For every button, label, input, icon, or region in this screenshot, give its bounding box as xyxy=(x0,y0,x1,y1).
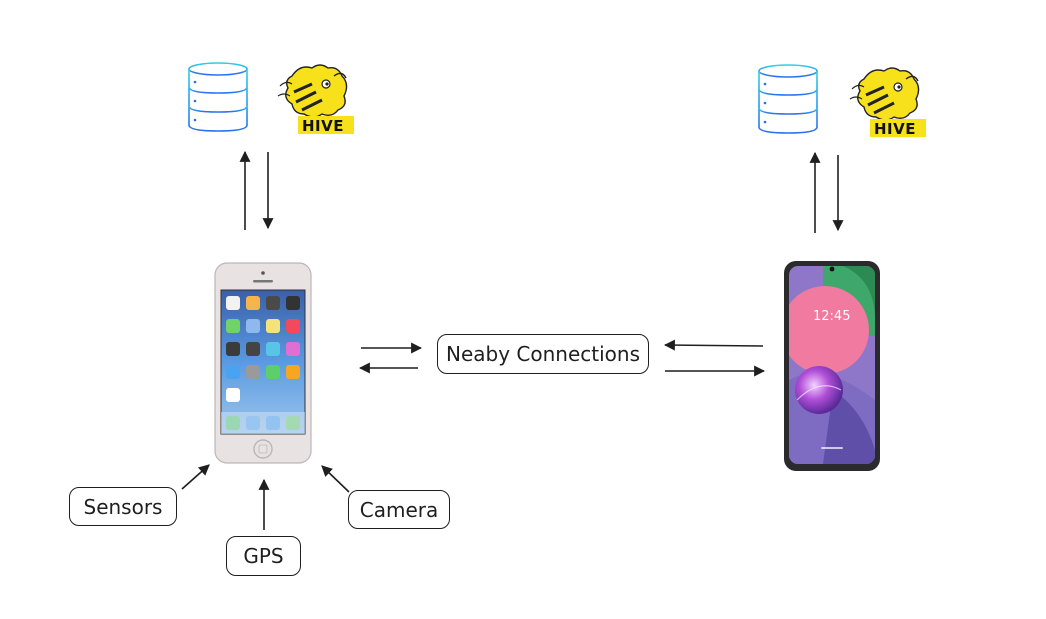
hive-logo-text: HIVE xyxy=(302,117,344,135)
android-clock: 12:45 xyxy=(813,309,850,324)
iphone-icon xyxy=(214,262,312,464)
app-icon xyxy=(226,319,240,333)
database-icon xyxy=(758,64,818,134)
app-icon xyxy=(246,342,260,356)
app-icon xyxy=(266,319,280,333)
sensors-box: Sensors xyxy=(69,487,177,526)
arrow-android-to-nearby xyxy=(663,339,764,351)
gps-box: GPS xyxy=(226,536,301,576)
arrow-sensors-to-iphone xyxy=(181,464,210,490)
app-icon xyxy=(226,296,240,310)
app-icon xyxy=(246,365,260,379)
app-icon xyxy=(266,365,280,379)
app-icon xyxy=(286,342,300,356)
nearby-connections-box: Neaby Connections xyxy=(437,334,649,374)
android-phone-icon: 12:45 xyxy=(784,261,880,471)
app-icon xyxy=(226,365,240,379)
app-icon xyxy=(226,342,240,356)
app-icon xyxy=(226,388,240,402)
app-icon xyxy=(286,296,300,310)
hive-logo: HIVE xyxy=(277,64,354,135)
camera-box: Camera xyxy=(348,490,450,529)
app-icon xyxy=(286,319,300,333)
app-icon xyxy=(246,296,260,310)
app-icon xyxy=(266,342,280,356)
database-icon xyxy=(188,62,248,132)
app-icon xyxy=(286,365,300,379)
arrow-camera-to-iphone xyxy=(321,465,350,493)
app-icon xyxy=(246,319,260,333)
hive-logo: HIVE xyxy=(849,67,926,138)
hive-logo-text: HIVE xyxy=(874,120,916,138)
app-icon xyxy=(266,296,280,310)
